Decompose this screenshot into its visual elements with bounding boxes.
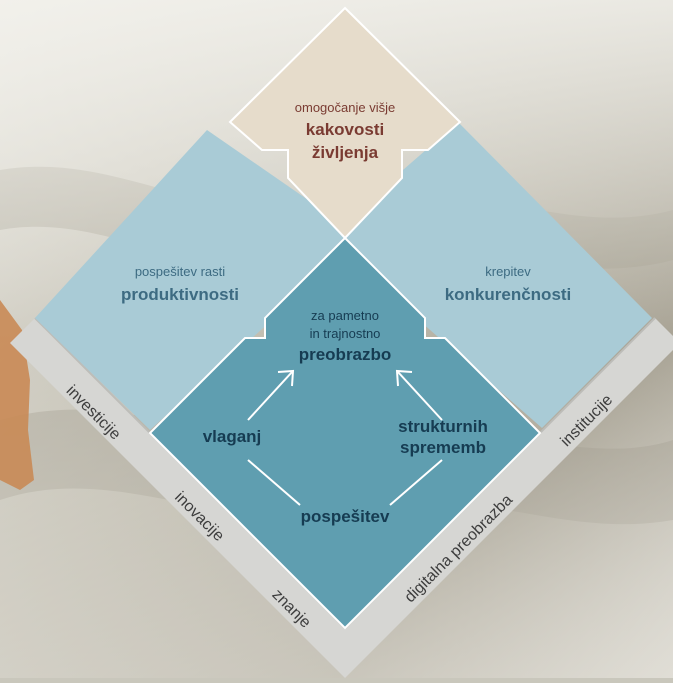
right-diamond (325, 122, 652, 428)
center-right-label-1: strukturnih (398, 417, 488, 436)
center-diamond-line1: za pametno (311, 308, 379, 323)
right-diamond-line2: konkurenčnosti (445, 285, 572, 304)
center-bottom-label: pospešitev (301, 507, 390, 526)
center-left-label: vlaganj (203, 427, 262, 446)
arrow-up-right (247, 371, 293, 421)
line-bottom-left (247, 459, 301, 506)
center-diamond-line3: preobrazbo (299, 345, 392, 364)
center-right-label-2: sprememb (400, 438, 486, 457)
cycle-arrows (247, 369, 443, 506)
left-diamond-line2: produktivnosti (121, 285, 239, 304)
top-diamond-line1: omogočanje višje (295, 100, 395, 115)
top-diamond-line3: življenja (312, 143, 379, 162)
top-diamond-line2: kakovosti (306, 120, 384, 139)
arrow-up-left (397, 371, 443, 421)
left-diamond (35, 130, 363, 430)
left-diamond-line1: pospešitev rasti (135, 264, 225, 279)
line-bottom-right (389, 459, 443, 506)
right-diamond-line1: krepitev (485, 264, 531, 279)
center-diamond-line2: in trajnostno (310, 326, 381, 341)
copper-accent-shape (0, 300, 34, 490)
center-diamond (148, 236, 542, 630)
